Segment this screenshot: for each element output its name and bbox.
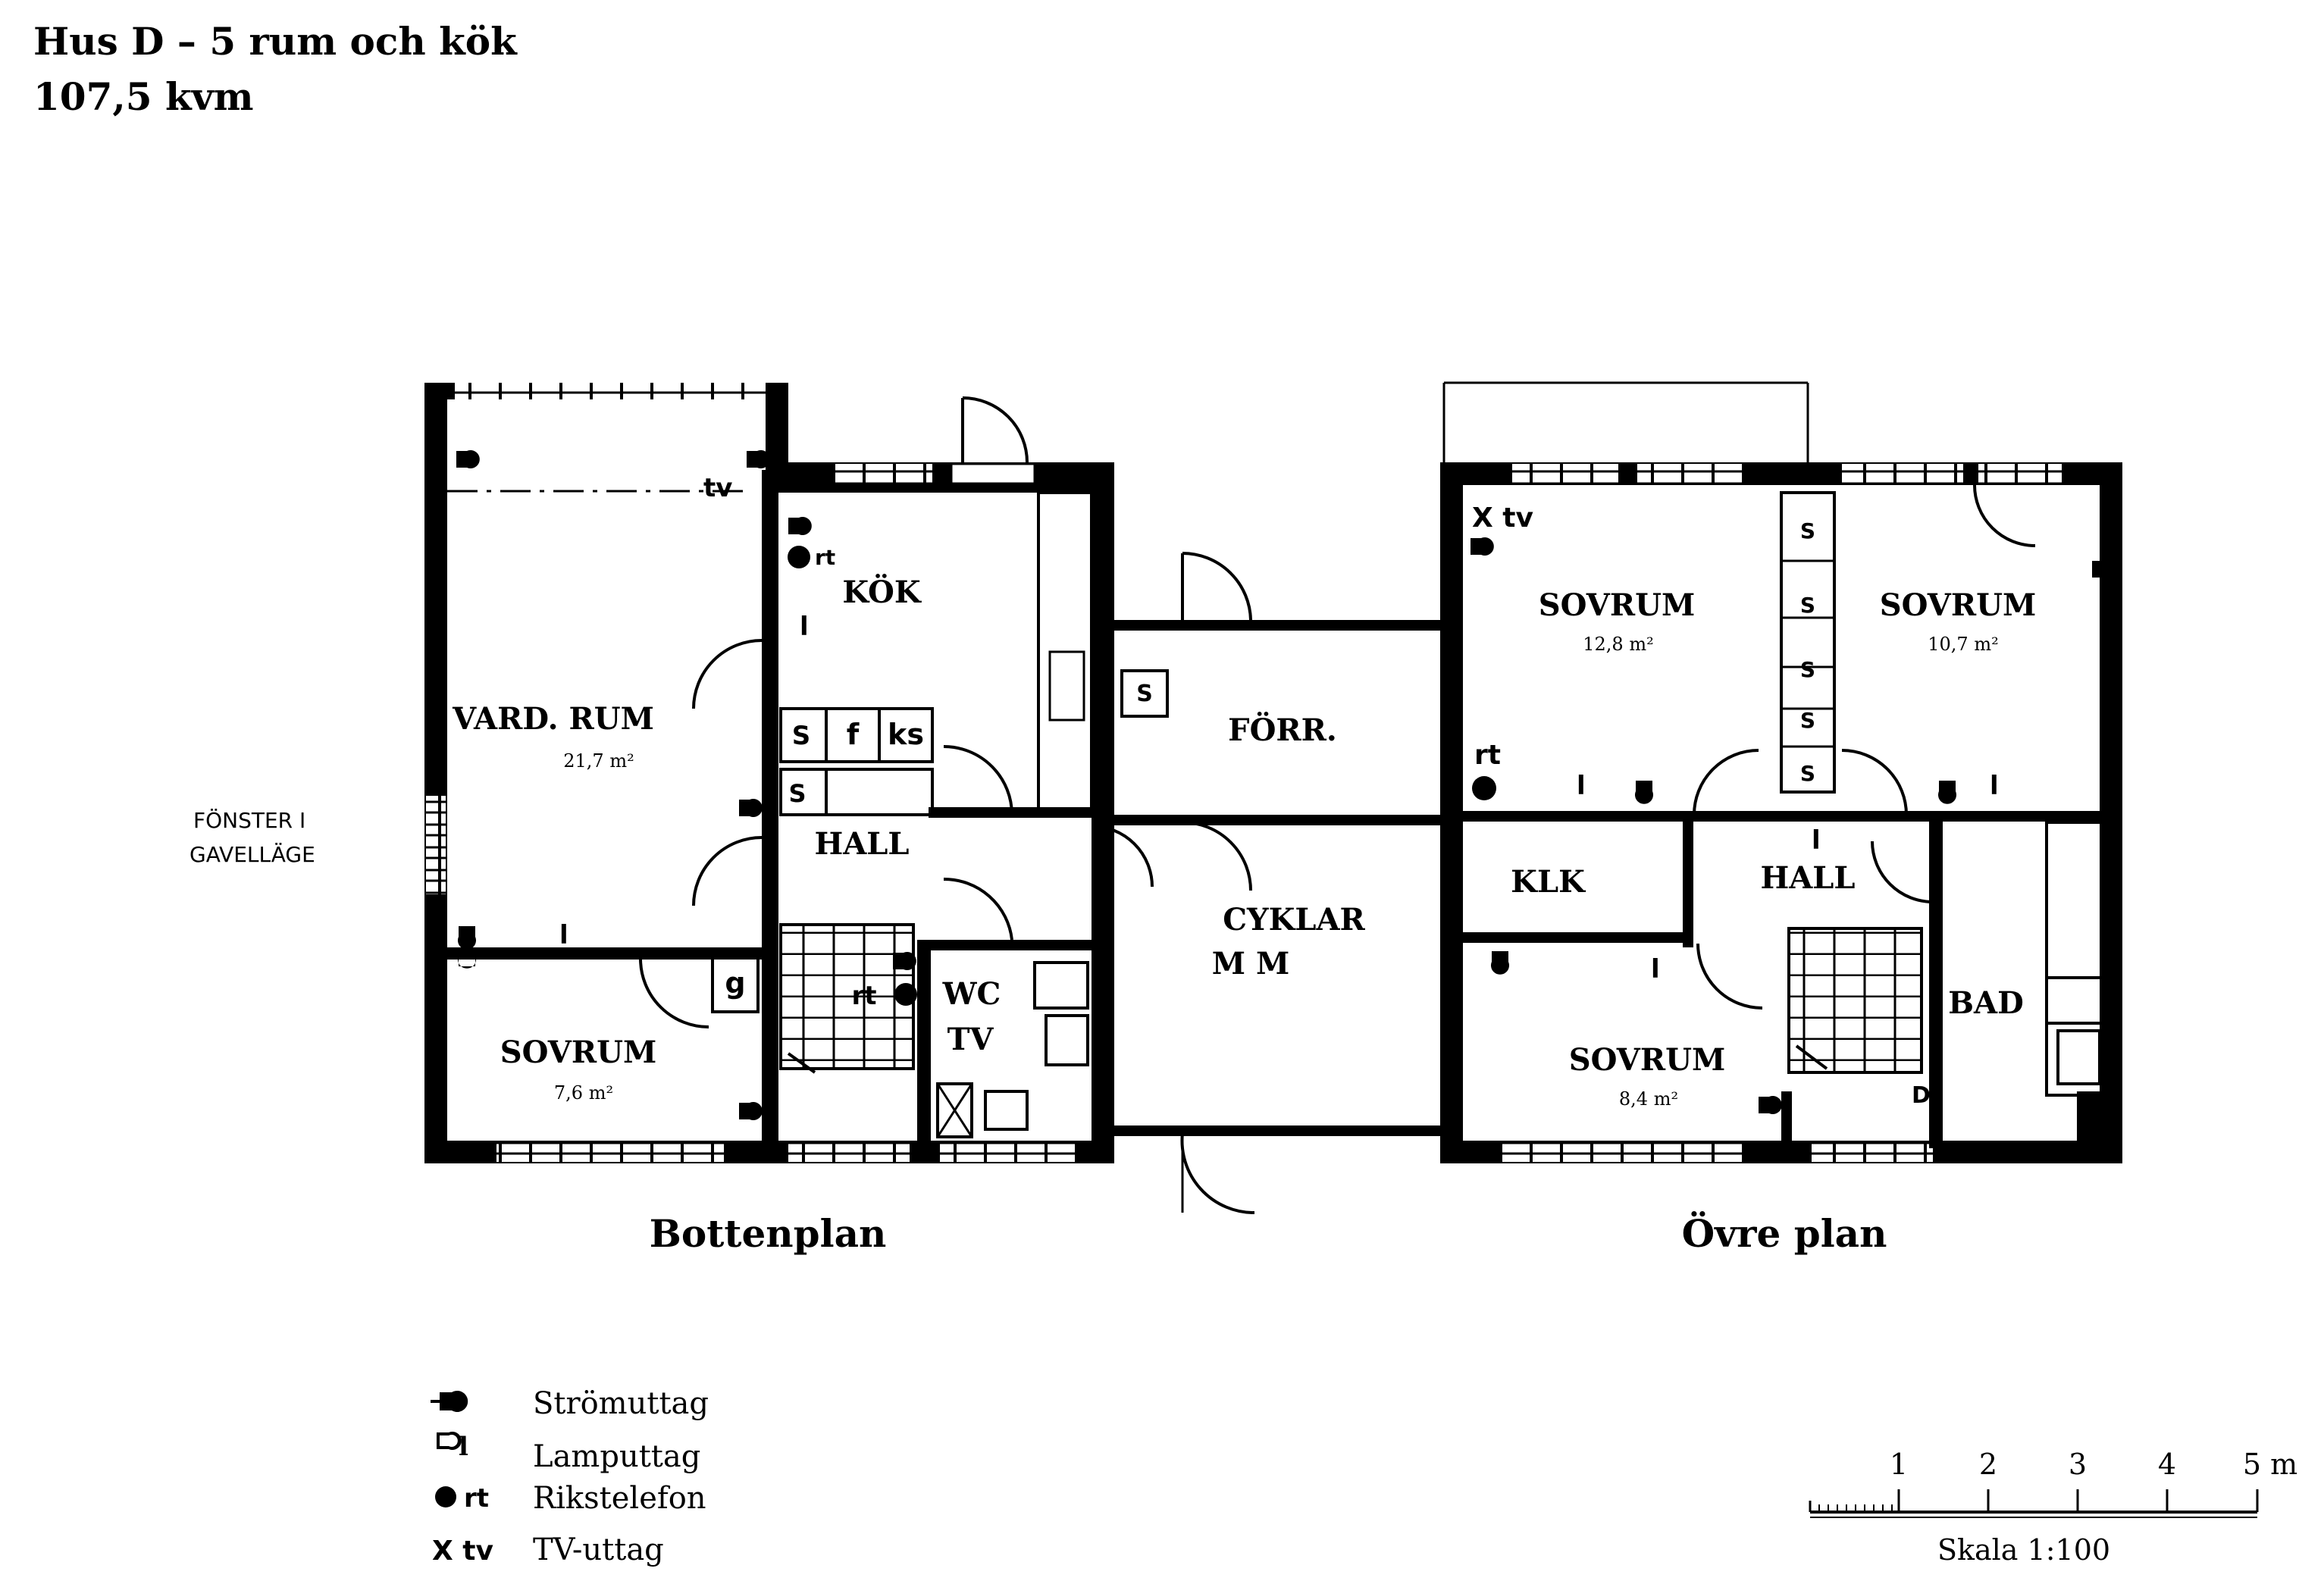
room-label-klk: KLK xyxy=(1511,864,1586,900)
scale-tick-label: 1 xyxy=(1890,1448,1908,1481)
lamp-label: l xyxy=(1577,771,1586,801)
room-label-sovrum-2: SOVRUM xyxy=(1880,587,2036,623)
legend-symbol-text: rt xyxy=(464,1483,489,1514)
outlet-symbols xyxy=(456,450,2116,1120)
room-label-vardrum: VARD. RUM xyxy=(452,701,654,737)
lamp-label: l xyxy=(559,920,568,950)
drawing-area: 107,5 kvm xyxy=(33,74,254,119)
room-label-sovrum-ground: SOVRUM xyxy=(500,1035,656,1070)
room-area-sovrum-3: 8,4 m² xyxy=(1619,1088,1678,1110)
room-label-sovrum-3: SOVRUM xyxy=(1569,1042,1725,1078)
fixture-s: S xyxy=(792,721,811,751)
room-area-sovrum-2: 10,7 m² xyxy=(1928,634,1998,655)
scale-tick-label: 5 m xyxy=(2243,1448,2297,1481)
lamp-label: l xyxy=(800,612,809,642)
legend-label: TV-uttag xyxy=(533,1532,664,1567)
room-label-tv: TV xyxy=(947,1022,994,1057)
room-area-vardrum: 21,7 m² xyxy=(563,750,634,772)
legend-label: Strömuttag xyxy=(533,1386,709,1421)
shaft-s: S xyxy=(1800,657,1815,682)
fixture-d: D xyxy=(1912,1082,1931,1109)
scale-tick-label: 2 xyxy=(1979,1448,1997,1481)
scale-tick-label: 3 xyxy=(2069,1448,2087,1481)
room-area-sovrum-ground: 7,6 m² xyxy=(554,1082,613,1104)
plan-caption-upper: Övre plan xyxy=(1682,1210,1887,1256)
room-label-hall-upper: HALL xyxy=(1760,860,1855,896)
legend: Strömuttag l Lamputtag rt Rikstelefon X … xyxy=(431,1386,709,1567)
phone-icon xyxy=(435,1486,456,1507)
shaft-s: S xyxy=(1800,708,1815,733)
legend-label: Rikstelefon xyxy=(533,1481,706,1516)
phone-label: rt xyxy=(1474,740,1501,771)
room-label-wc: WC xyxy=(942,976,1001,1012)
scale-caption: Skala 1:100 xyxy=(1937,1533,2110,1567)
drawing-title: Hus D – 5 rum och kök xyxy=(33,19,517,64)
fixture-s: S xyxy=(1136,681,1153,707)
lamp-label: l xyxy=(1812,825,1821,856)
room-label-cyklar: CYKLAR xyxy=(1223,902,1365,938)
room-label-bad: BAD xyxy=(1948,985,2024,1021)
scale-tick-label: 4 xyxy=(2158,1448,2176,1481)
lamp-icon xyxy=(437,1432,462,1450)
phone-label: rt xyxy=(851,981,876,1011)
gable-window-note-line1: FÖNSTER I xyxy=(193,807,305,833)
room-label-hall-ground: HALL xyxy=(814,826,909,862)
fixture-g: g xyxy=(725,966,745,1000)
legend-item-outlet: Strömuttag xyxy=(431,1386,709,1421)
plan-caption-ground: Bottenplan xyxy=(650,1211,887,1256)
fixture-ks: ks xyxy=(888,718,924,751)
storage-shed-plan xyxy=(1091,552,1440,1215)
gable-window-note-line2: GAVELLÄGE xyxy=(189,842,315,867)
lamp-label: l xyxy=(1651,954,1660,985)
shaft-s: S xyxy=(1800,761,1815,786)
scale-bar: 1 2 3 4 5 m Skala 1:100 xyxy=(1809,1448,2297,1567)
ground-floor-plan xyxy=(424,383,1114,1163)
room-label-forr: FÖRR. xyxy=(1228,712,1337,748)
legend-item-tv: X tv TV-uttag xyxy=(432,1532,664,1567)
phone-label: rt xyxy=(815,545,835,570)
legend-label: Lamputtag xyxy=(533,1439,700,1474)
tv-icon: X tv xyxy=(432,1536,493,1567)
room-area-sovrum-1: 12,8 m² xyxy=(1583,634,1653,655)
fixture-s: S xyxy=(788,779,806,808)
tv-label: tv xyxy=(703,473,732,503)
room-label-kok: KÖK xyxy=(842,574,922,610)
room-label-mm: M M xyxy=(1212,946,1289,981)
shaft-s: S xyxy=(1800,593,1815,618)
lamp-label: l xyxy=(1990,771,1999,801)
shaft-s: S xyxy=(1800,518,1815,543)
svg-text:l: l xyxy=(459,1432,468,1462)
tv-label: X tv xyxy=(1472,502,1533,534)
outlet-icon xyxy=(431,1391,468,1412)
room-label-sovrum-1: SOVRUM xyxy=(1539,587,1695,623)
fixture-f: f xyxy=(847,718,860,751)
legend-item-phone: rt Rikstelefon xyxy=(435,1481,706,1516)
legend-item-lamp: l Lamputtag xyxy=(437,1432,700,1474)
upper-floor-plan xyxy=(1440,381,2122,1163)
